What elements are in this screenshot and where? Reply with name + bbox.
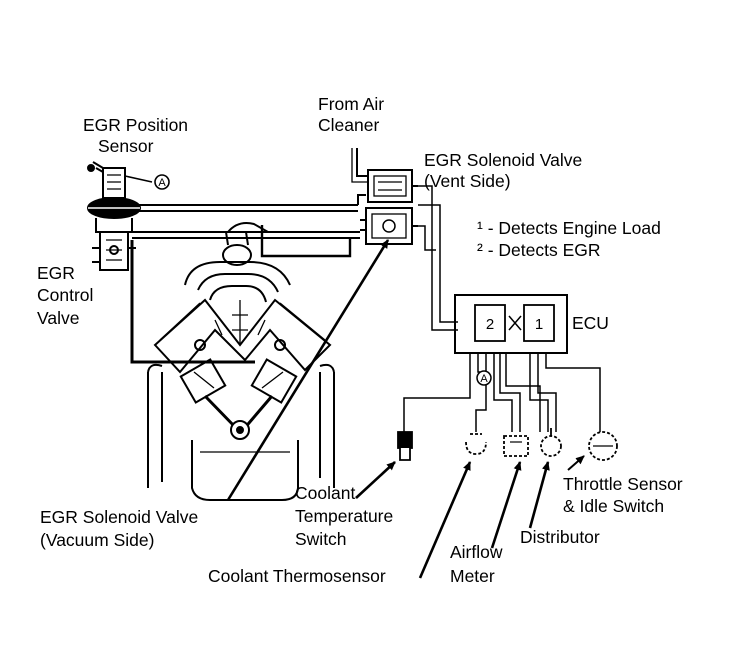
label-ecu: ECU [572, 313, 609, 333]
ecu-box-2-label: 2 [486, 316, 494, 333]
label-coolant-thermosensor: Coolant Thermosensor [208, 566, 386, 586]
label-distributor: Distributor [520, 527, 600, 547]
svg-text:EGR Solenoid Valve: EGR Solenoid Valve [424, 150, 582, 170]
svg-text:Throttle Sensor: Throttle Sensor [563, 474, 683, 494]
svg-text:From Air: From Air [318, 94, 384, 114]
label-airflow-meter: Airflow Meter [450, 542, 503, 586]
svg-text:EGR Position: EGR Position [83, 115, 188, 135]
marker-a-sensor: A [154, 174, 170, 190]
legend-detects-egr: ² - Detects EGR [477, 240, 601, 260]
label-egr-solenoid-vacuum: EGR Solenoid Valve (Vacuum Side) [40, 507, 198, 550]
svg-text:EGR: EGR [37, 263, 75, 283]
ecu-box-1-label: 1 [535, 316, 543, 333]
legend-detects-engine-load: ¹ - Detects Engine Load [477, 218, 661, 238]
svg-text:Switch: Switch [295, 529, 347, 549]
svg-text:A: A [480, 373, 488, 385]
svg-text:Valve: Valve [37, 308, 79, 328]
svg-text:(Vacuum Side): (Vacuum Side) [40, 530, 154, 550]
svg-text:Meter: Meter [450, 566, 495, 586]
ecu: 2 1 [454, 294, 568, 354]
label-egr-control-valve: EGR Control Valve [37, 263, 93, 328]
label-coolant-temperature-switch: Coolant Temperature Switch [295, 483, 393, 549]
svg-text:Control: Control [37, 285, 93, 305]
svg-text:Sensor: Sensor [98, 136, 154, 156]
egr-control-valve [87, 161, 153, 271]
label-from-air-cleaner: From Air Cleaner [318, 94, 384, 135]
sensors [397, 428, 618, 461]
label-throttle-sensor: Throttle Sensor & Idle Switch [563, 474, 683, 516]
svg-text:Airflow: Airflow [450, 542, 503, 562]
svg-text:A: A [158, 177, 166, 189]
egr-solenoid-valves [360, 169, 418, 245]
svg-text:EGR Solenoid Valve: EGR Solenoid Valve [40, 507, 198, 527]
label-egr-position-sensor: EGR Position Sensor [83, 115, 188, 156]
leader-lines [226, 239, 585, 579]
vacuum-hoses [130, 148, 370, 364]
svg-text:& Idle Switch: & Idle Switch [563, 496, 664, 516]
marker-a-ecu: A [476, 370, 492, 386]
svg-text:Coolant: Coolant [295, 483, 355, 503]
svg-text:Temperature: Temperature [295, 506, 393, 526]
svg-text:Cleaner: Cleaner [318, 115, 379, 135]
wiring [403, 185, 601, 432]
engine-illustration [147, 222, 335, 501]
svg-text:(Vent Side): (Vent Side) [424, 171, 511, 191]
label-egr-solenoid-vent: EGR Solenoid Valve (Vent Side) [424, 150, 582, 191]
